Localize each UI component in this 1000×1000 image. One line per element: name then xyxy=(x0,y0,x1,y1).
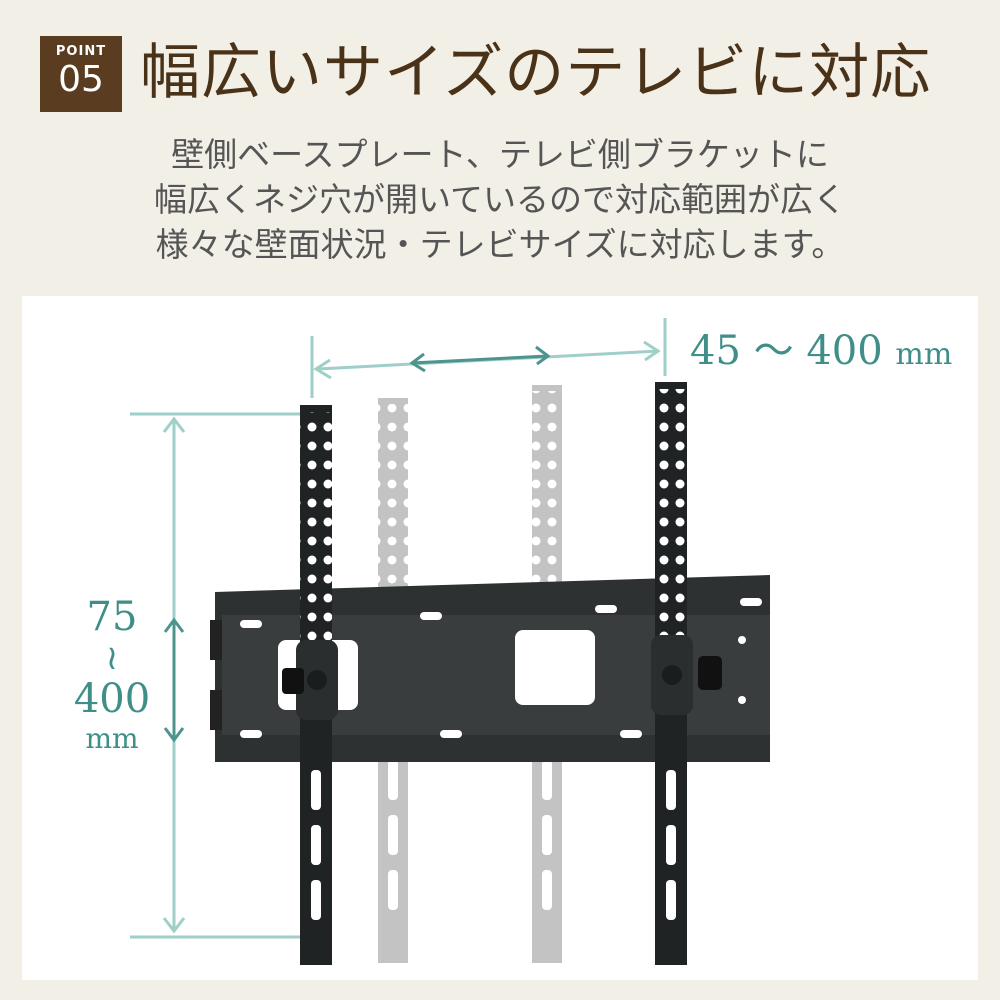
point-badge: POINT 05 xyxy=(40,36,122,112)
description-line-2: 幅広くネジ穴が開いているので対応範囲が広く xyxy=(153,180,846,219)
horizontal-range-value: 45 ～ 400 xyxy=(690,328,883,374)
description-line-3: 様々な壁面状況・テレビサイズに対応します。 xyxy=(155,225,845,264)
vertical-range-separator: ≀ xyxy=(105,638,119,678)
description-line-1: 壁側ベースプレート、テレビ側ブラケットに xyxy=(171,135,829,174)
point-number: 05 xyxy=(58,59,104,100)
vertical-range-unit: mm xyxy=(85,722,139,755)
point-label: POINT xyxy=(55,44,107,59)
vertical-range-bottom: 400 xyxy=(73,676,151,722)
knob-right xyxy=(698,656,722,690)
knob-left xyxy=(282,668,304,694)
vertical-range-top: 75 xyxy=(86,594,138,640)
description: 壁側ベースプレート、テレビ側ブラケットに 幅広くネジ穴が開いているので対応範囲が… xyxy=(0,132,1000,267)
vertical-range-label: 75 ≀ 400 mm xyxy=(62,596,162,758)
vertical-dimension-arrows xyxy=(130,412,300,939)
page-title: 幅広いサイズのテレビに対応 xyxy=(140,38,932,108)
tv-bracket-left xyxy=(296,405,338,965)
tv-bracket-right xyxy=(651,382,693,965)
horizontal-range-label: 45 ～ 400 mm xyxy=(690,326,952,380)
horizontal-range-unit: mm xyxy=(895,337,953,372)
horizontal-dimension-arrows xyxy=(310,318,667,398)
